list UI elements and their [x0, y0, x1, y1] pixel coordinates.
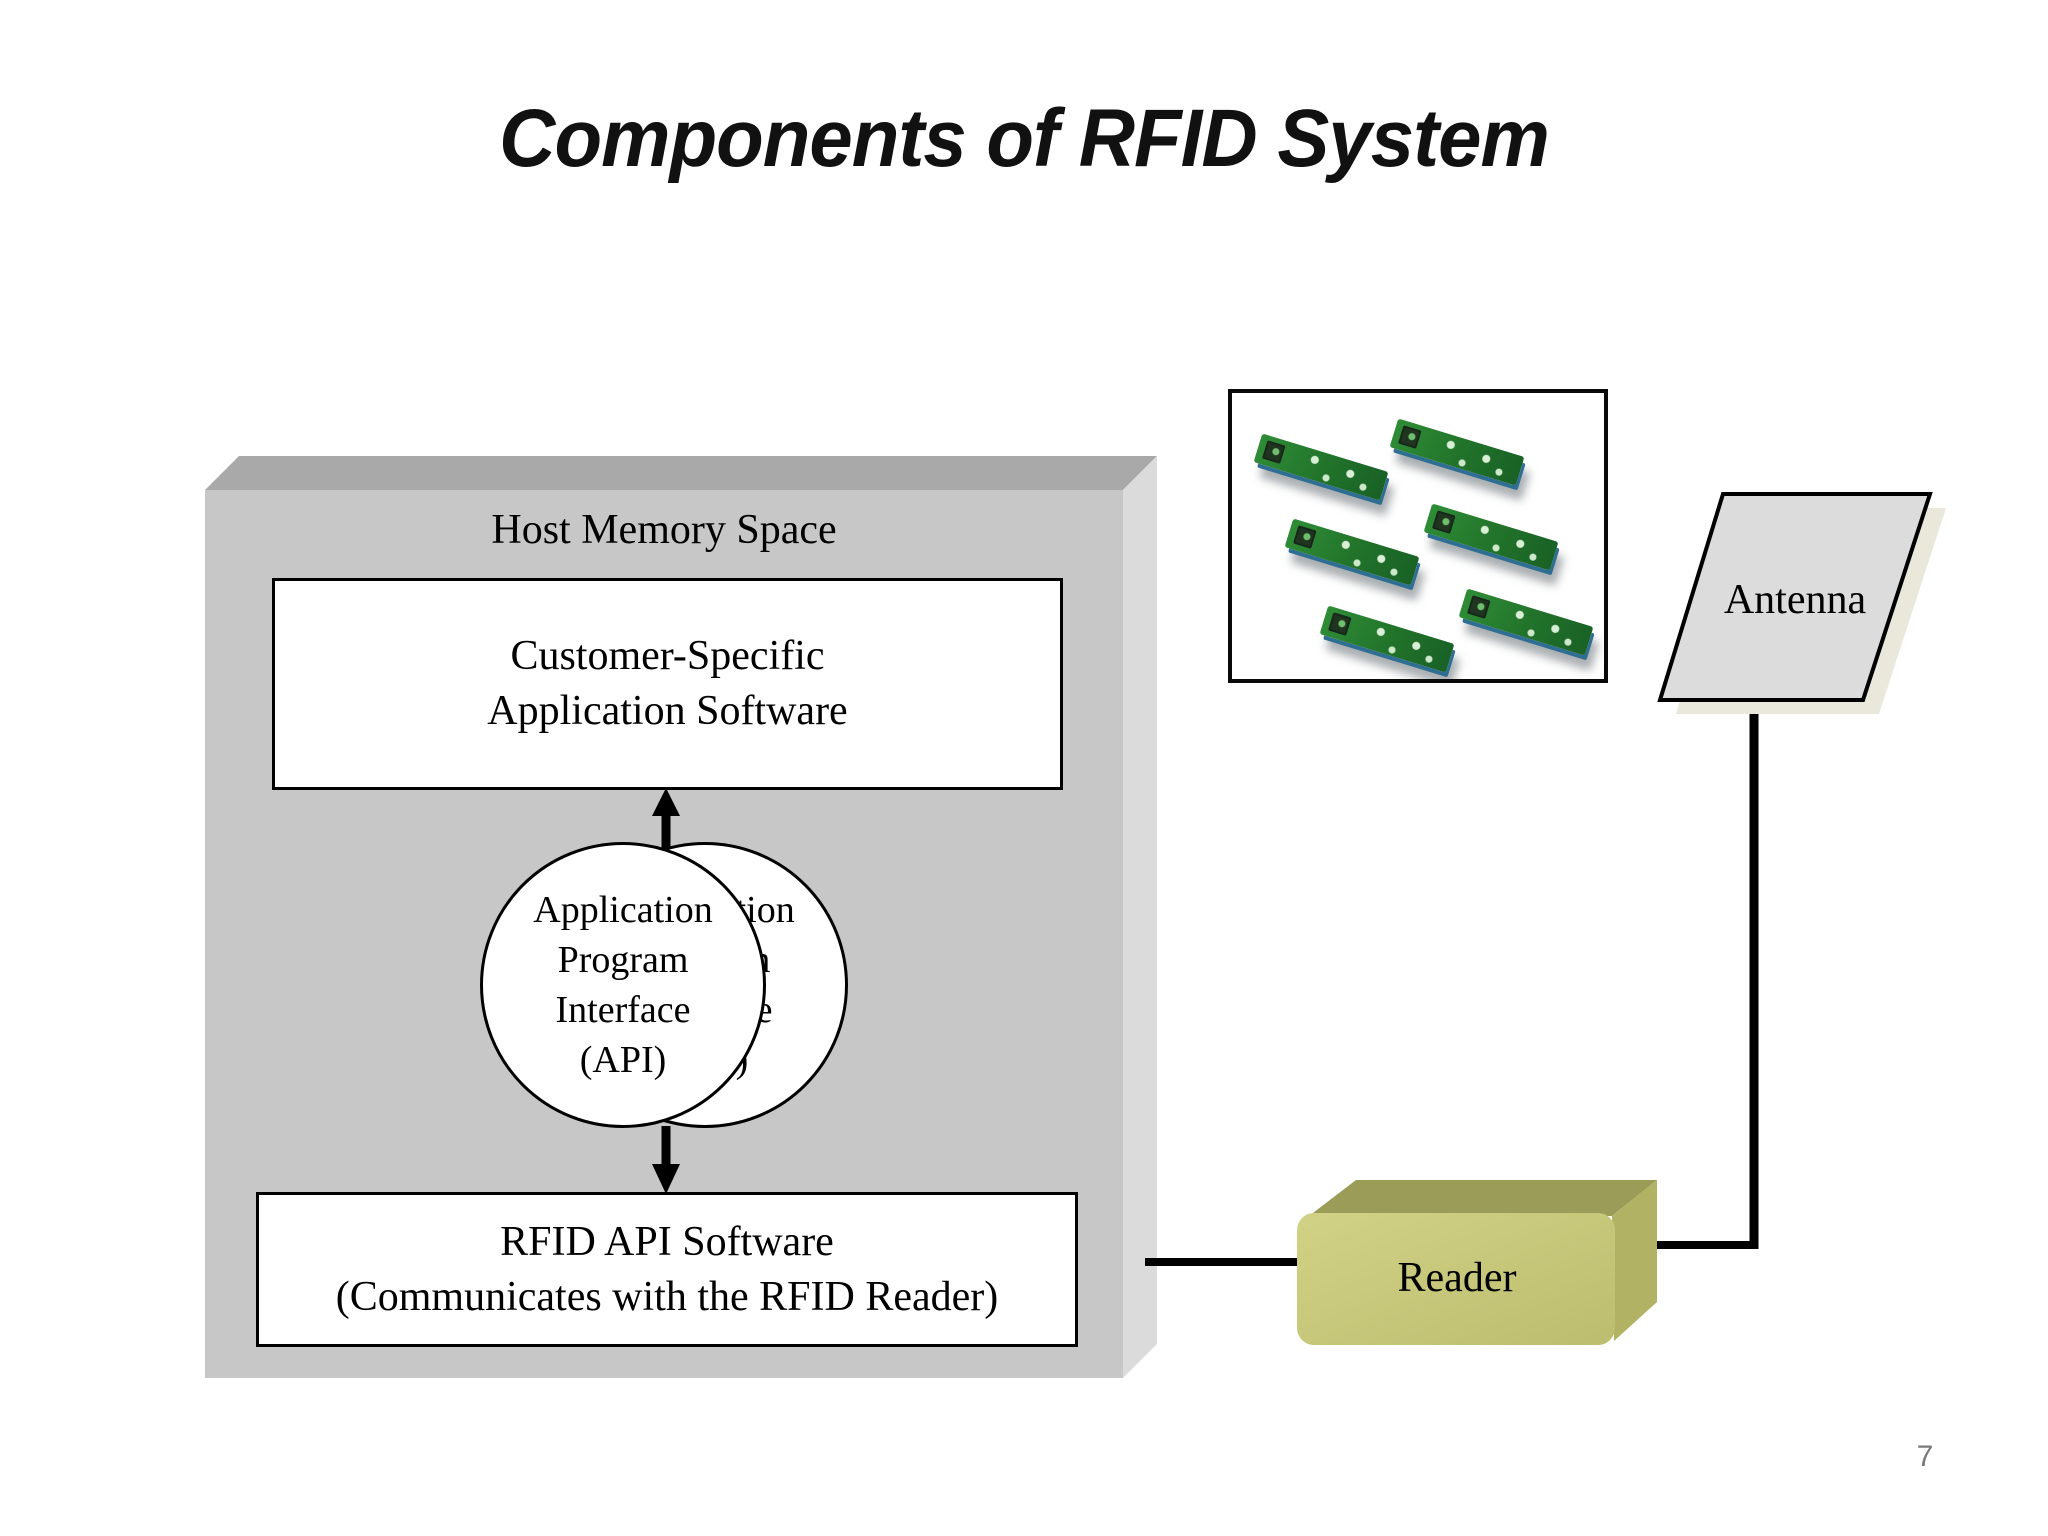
rfid-api-line: RFID API Software [500, 1218, 834, 1265]
host-box-top-face [205, 456, 1157, 490]
rfid-api-software-box: RFID API Software (Communicates with the… [256, 1192, 1078, 1347]
rfid-tag [1319, 605, 1455, 673]
rfid-tag [1284, 518, 1420, 586]
api-line: Program [557, 938, 689, 981]
api-line: Interface [555, 989, 691, 1031]
slide-title: Components of RFID System [499, 93, 1550, 184]
customer-software-line: Customer-Specific [510, 633, 825, 680]
api-circle-front-text: Application Program Interface (API) [533, 885, 712, 1086]
host-memory-label: Host Memory Space [491, 507, 837, 553]
host-box-right-face [1123, 456, 1157, 1378]
rfid-tag [1253, 433, 1389, 501]
reader-side-face [1612, 1180, 1657, 1341]
api-line: (API) [579, 1039, 667, 1082]
rfid-tag [1458, 588, 1594, 656]
page-number: 7 [1916, 1440, 1934, 1473]
api-circle-front: Application Program Interface (API) [480, 842, 766, 1128]
arrow-api-to-rfid-software [652, 1126, 680, 1194]
antenna-panel [1657, 492, 1933, 702]
rfid-tags-panel [1228, 389, 1608, 683]
arrow-api-to-customer [652, 788, 680, 848]
api-line: Application [533, 888, 713, 931]
reader-label: Reader [1397, 1255, 1517, 1301]
rfid-tag [1389, 418, 1525, 486]
customer-software-line: Application Software [487, 688, 848, 734]
rfid-tag [1423, 503, 1559, 571]
rfid-api-line: (Communicates with the RFID Reader) [335, 1273, 999, 1320]
reader-top-face [1309, 1180, 1657, 1216]
customer-software-box: Customer-Specific Application Software [272, 578, 1063, 790]
reader-front-face [1297, 1213, 1615, 1345]
antenna-label: Antenna [1723, 577, 1867, 623]
